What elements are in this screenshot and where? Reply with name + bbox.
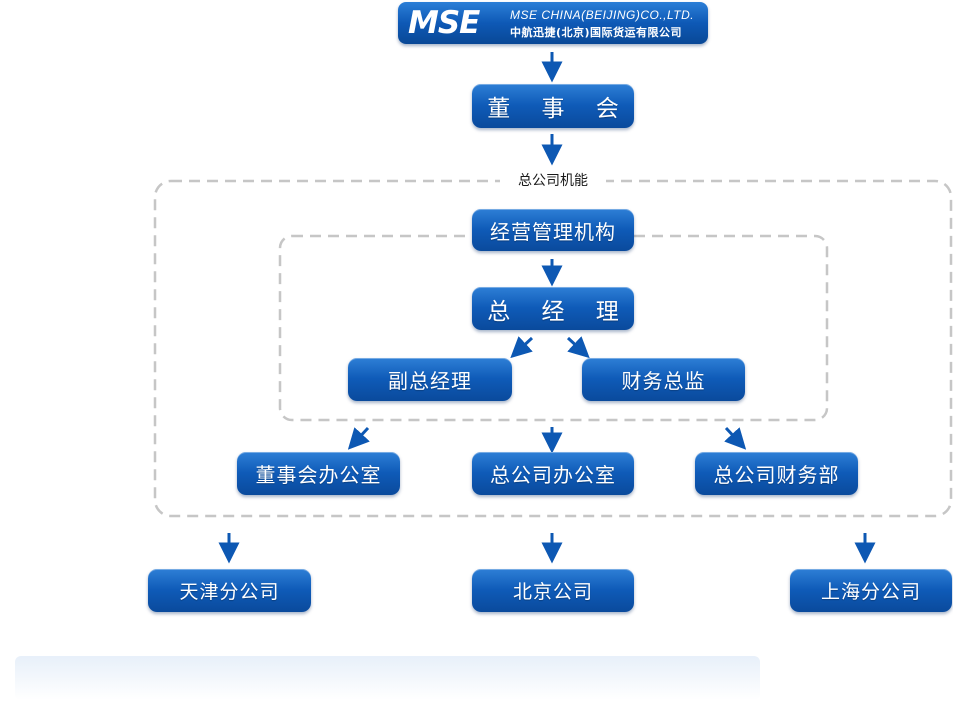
- general-manager-node: 总 经 理: [472, 287, 634, 330]
- finance-director-node: 财务总监: [582, 358, 745, 401]
- logo-mark: MSE: [408, 5, 480, 41]
- deputy-gm-node: 副总经理: [348, 358, 512, 401]
- company-name-english: MSE CHINA(BEIJING)CO.,LTD.: [510, 8, 695, 22]
- company-logo: MSE MSE CHINA(BEIJING)CO.,LTD. 中航迅捷(北京)国…: [398, 2, 708, 44]
- beijing-branch-label: 北京公司: [512, 581, 593, 603]
- general-manager-label: 总 经 理: [487, 298, 631, 325]
- board-office-node: 董事会办公室: [237, 452, 400, 495]
- finance-director-label: 财务总监: [621, 369, 706, 393]
- arrow-to-board-office: [347, 426, 370, 450]
- hq-finance-node: 总公司财务部: [695, 452, 858, 495]
- board-label: 董 事 会: [487, 96, 631, 122]
- board-node: 董 事 会: [472, 84, 634, 128]
- reflection-fade: [15, 656, 760, 700]
- arrow-gm-to-finance: [566, 336, 590, 359]
- company-name-chinese: 中航迅捷(北京)国际货运有限公司: [510, 26, 683, 39]
- hq-finance-label: 总公司财务部: [713, 463, 840, 487]
- tianjin-branch-node: 天津分公司: [148, 569, 311, 612]
- hq-functions-label: 总公司机能: [500, 171, 606, 191]
- shanghai-branch-label: 上海分公司: [820, 581, 921, 603]
- arrow-gm-to-deputy: [510, 336, 534, 359]
- tianjin-branch-label: 天津分公司: [179, 581, 280, 603]
- shanghai-branch-node: 上海分公司: [790, 569, 952, 612]
- deputy-gm-label: 副总经理: [388, 369, 472, 393]
- beijing-branch-node: 北京公司: [472, 569, 634, 612]
- hq-office-label: 总公司办公室: [490, 463, 616, 487]
- arrow-to-hq-finance: [724, 426, 747, 450]
- board-office-label: 董事会办公室: [255, 463, 382, 487]
- hq-office-node: 总公司办公室: [472, 452, 634, 495]
- management-label: 经营管理机构: [490, 219, 616, 244]
- management-node: 经营管理机构: [472, 209, 634, 251]
